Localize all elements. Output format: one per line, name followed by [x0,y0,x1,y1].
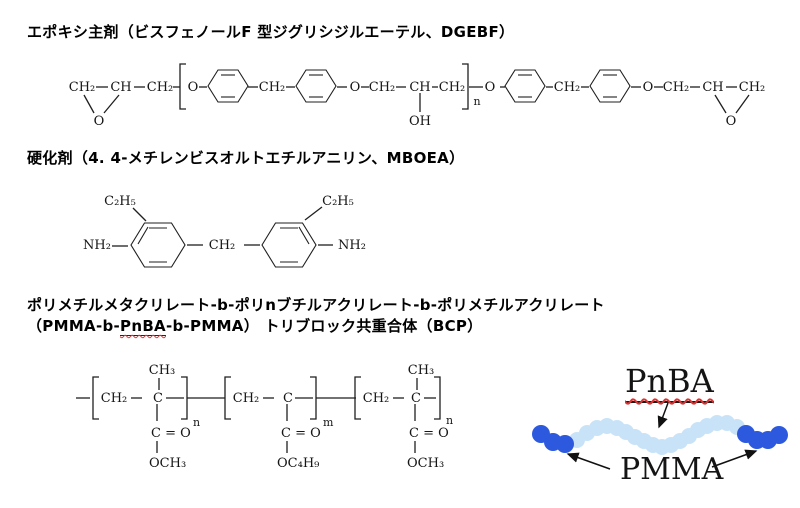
svg-text:CH: CH [110,80,131,95]
svg-text:OCH₃: OCH₃ [407,456,444,471]
bcp-heading-line2-suffix: -b-PMMA） トリブロック共重合体（BCP） [165,317,483,335]
svg-text:OCH₃: OCH₃ [149,456,186,471]
svg-text:n: n [473,95,480,108]
svg-text:CH: CH [702,80,723,95]
svg-text:CH₂: CH₂ [233,391,260,406]
svg-text:O: O [94,114,105,129]
svg-text:CH₂: CH₂ [209,238,236,253]
svg-text:CH₂: CH₂ [554,80,581,95]
pnba-bead-chain [569,415,745,455]
svg-text:CH₂: CH₂ [69,80,96,95]
svg-text:n: n [193,416,200,429]
svg-text:O: O [485,80,496,95]
svg-text:CH: CH [409,80,430,95]
svg-text:CH₂: CH₂ [101,391,128,406]
svg-text:O: O [188,80,199,95]
epoxy-heading: エポキシ主剤（ビスフェノールF 型ジグリシジルエーテル、DGEBF） [27,23,515,41]
pnba-label: PnBA [625,362,714,403]
svg-text:CH₃: CH₃ [149,363,176,378]
mboea-structure-diagram: C₂H₅ NH₂ CH₂ C₂H₅ NH₂ [83,194,366,268]
bcp-heading-line2: （PMMA-b-PnBA-b-PMMA） トリブロック共重合体（BCP） [27,316,605,337]
pnba-label-text: PnBA [625,362,714,403]
svg-text:OC₄H₉: OC₄H₉ [277,456,319,471]
bcp-heading-line2-prefix: （PMMA-b- [27,317,121,335]
svg-text:C = O: C = O [409,426,449,441]
svg-text:CH₂: CH₂ [663,80,690,95]
pnba-arrow [657,402,669,429]
pmma-right-arrow [711,449,758,468]
svg-text:C₂H₅: C₂H₅ [104,194,136,209]
mboea-atom-labels: C₂H₅ NH₂ CH₂ C₂H₅ NH₂ [83,194,366,253]
triblock-structure-diagram: CH₂ C CH₃ n C = O OCH₃ CH₂ C m C = O OC₄… [76,363,453,471]
bcp-bead-diagram [532,402,788,470]
dgebf-bonds [83,63,750,114]
annotation-arrows [566,402,758,470]
triblock-atom-labels: CH₂ C CH₃ n C = O OCH₃ CH₂ C m C = O OC₄… [101,363,453,471]
bcp-heading: ポリメチルメタクリレート-b-ポリnブチルアクリレート-b-ポリメチルアクリレー… [27,295,605,337]
svg-text:n: n [446,414,453,427]
svg-text:O: O [643,80,654,95]
svg-text:CH₂: CH₂ [147,80,174,95]
svg-text:CH₂: CH₂ [259,80,286,95]
triblock-bonds [76,376,441,453]
pmma-left-arrow [566,452,611,470]
svg-text:CH₂: CH₂ [363,391,390,406]
mboea-bonds [112,206,333,247]
bcp-heading-pnba-misspell: PnBA [120,317,166,336]
svg-text:C₂H₅: C₂H₅ [322,194,354,209]
dgebf-structure-diagram: CH₂ CH CH₂ O CH₂ O CH₂ CH CH₂ n O CH₂ O … [69,63,766,129]
svg-text:CH₃: CH₃ [408,363,435,378]
bcp-heading-line1: ポリメチルメタクリレート-b-ポリnブチルアクリレート-b-ポリメチルアクリレー… [27,296,605,314]
svg-text:NH₂: NH₂ [338,238,366,253]
svg-text:O: O [726,114,737,129]
svg-text:C: C [153,391,163,406]
mboea-benzene-rings [130,222,317,268]
hardener-heading: 硬化剤（4. 4-メチレンビスオルトエチルアニリン、MBOEA） [27,149,465,167]
svg-text:CH₂: CH₂ [739,80,766,95]
svg-text:C = O: C = O [281,426,321,441]
svg-text:C: C [411,391,421,406]
pmma-end-beads [532,425,788,453]
svg-text:m: m [323,416,334,429]
svg-text:CH₂: CH₂ [369,80,396,95]
svg-text:C: C [283,391,293,406]
pmma-label: PMMA [620,452,724,487]
svg-text:C = O: C = O [151,426,191,441]
svg-text:CH₂: CH₂ [439,80,466,95]
svg-text:O: O [350,80,361,95]
svg-text:NH₂: NH₂ [83,238,111,253]
svg-text:OH: OH [409,114,431,129]
dgebf-atom-labels: CH₂ CH CH₂ O CH₂ O CH₂ CH CH₂ n O CH₂ O … [69,80,766,129]
dgebf-benzene-rings [207,69,631,103]
